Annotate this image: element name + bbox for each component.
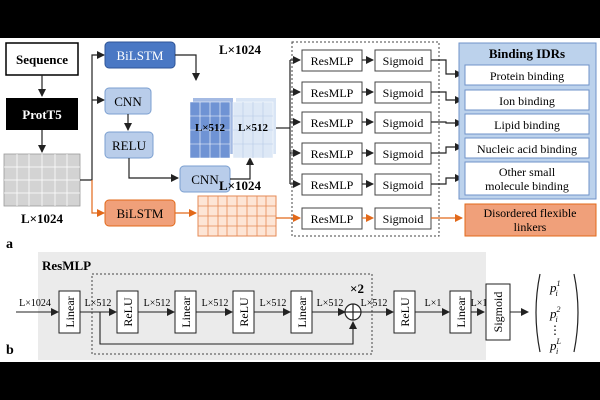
relu-box: RELU <box>104 131 154 159</box>
concat-feature-map: L×512 L×512 <box>189 98 276 159</box>
block-linear-1-label: Linear <box>63 296 77 327</box>
block-relu-1-label: ReLU <box>121 297 135 327</box>
head-resmlp-label: ResMLP <box>311 178 354 192</box>
output-lipid-label: Lipid binding <box>494 118 560 132</box>
dim-label-8: L×1 <box>471 298 488 309</box>
sequence-box: Sequence <box>5 42 79 76</box>
output-box-lipid <box>464 113 590 135</box>
panel-a-label: a <box>6 237 13 252</box>
cnn-2-box: CNN <box>179 165 231 193</box>
block-relu-3: ReLU <box>393 290 416 334</box>
half-1-label: L×512 <box>195 122 226 134</box>
output-small-molecule-line2: molecule binding <box>485 179 569 193</box>
bottom-dim-label: L×1024 <box>219 178 262 193</box>
head-resmlp-label: ResMLP <box>311 147 354 161</box>
block-sigmoid-label: Sigmoid <box>491 292 505 333</box>
repeat-label: ×2 <box>350 281 364 296</box>
head-resmlp-label: ResMLP <box>311 86 354 100</box>
prott5-box: ProtT5 <box>6 98 78 130</box>
head-sigmoid-label: Sigmoid <box>383 147 424 161</box>
block-linear-4-label: Linear <box>454 296 468 327</box>
dim-label-6: L×512 <box>361 298 388 309</box>
dim-label-1: L×512 <box>85 298 112 309</box>
block-linear-2-label: Linear <box>179 296 193 327</box>
sequence-label: Sequence <box>16 52 68 67</box>
bilstm-top-box: BiLSTM <box>104 41 176 69</box>
dim-label-3: L×512 <box>202 298 229 309</box>
linker-output-line2: linkers <box>514 220 547 234</box>
output-box-nucleic <box>464 137 590 159</box>
block-relu-2-label: ReLU <box>237 297 251 327</box>
head-sigmoid-label: Sigmoid <box>383 212 424 226</box>
head-sigmoid-label: Sigmoid <box>383 86 424 100</box>
head-resmlp-label: ResMLP <box>311 212 354 226</box>
output-box-ion <box>464 89 590 111</box>
output-box-small-molecule <box>464 161 590 196</box>
relu-label: RELU <box>112 138 147 153</box>
output-box-protein <box>464 64 590 86</box>
block-linear-3: Linear <box>290 290 313 334</box>
bilstm-bottom-label: BiLSTM <box>117 206 164 221</box>
head-row-1: ResMLP Sigmoid <box>301 49 432 72</box>
cnn-2-label: CNN <box>191 172 219 187</box>
head-row-2: ResMLP Sigmoid <box>301 81 432 104</box>
head-row-5: ResMLP Sigmoid <box>301 173 432 196</box>
block-relu-2: ReLU <box>232 290 255 334</box>
dim-label-5: L×512 <box>317 298 344 309</box>
dim-label-2: L×512 <box>144 298 171 309</box>
cnn-1-label: CNN <box>114 94 142 109</box>
output-ion-label: Ion binding <box>499 94 555 108</box>
head-sigmoid-label: Sigmoid <box>383 178 424 192</box>
block-sigmoid: Sigmoid <box>485 283 511 341</box>
block-relu-3-label: ReLU <box>398 297 412 327</box>
concat-dim-label: L×1024 <box>219 42 262 57</box>
resmlp-title: ResMLP <box>42 258 91 273</box>
dim-label-4: L×512 <box>260 298 287 309</box>
bottom-feature-map <box>197 195 277 237</box>
input-dim-label: L×1024 <box>19 298 51 309</box>
head-row-linker: ResMLP Sigmoid <box>301 207 432 230</box>
head-resmlp-label: ResMLP <box>311 54 354 68</box>
head-sigmoid-label: Sigmoid <box>383 116 424 130</box>
residual-block-outline <box>91 273 373 355</box>
block-linear-4: Linear <box>449 290 472 334</box>
half-2-label: L×512 <box>238 122 269 134</box>
figure-canvas: a Sequence ProtT5 L×1024 BiLSTM CNN <box>0 38 600 362</box>
binding-idrs-header: Binding IDRs <box>489 46 565 61</box>
output-nucleic-label: Nucleic acid binding <box>477 142 577 156</box>
residual-add <box>344 303 362 321</box>
dim-label-7: L×1 <box>425 298 442 309</box>
binding-idrs-panel: Binding IDRs Protein binding Ion binding… <box>458 42 597 200</box>
cnn-1-box: CNN <box>104 87 152 115</box>
output-small-molecule-line1: Other small <box>499 165 556 179</box>
embedding-dim-label: L×1024 <box>21 211 64 226</box>
architecture-diagram: a Sequence ProtT5 L×1024 BiLSTM CNN <box>3 41 597 360</box>
head-row-4: ResMLP Sigmoid <box>301 142 432 165</box>
linker-output-box: Disordered flexible linkers <box>464 203 597 237</box>
block-linear-3-label: Linear <box>295 296 309 327</box>
prott5-label: ProtT5 <box>22 107 62 122</box>
block-relu-1: ReLU <box>116 290 139 334</box>
block-linear-1: Linear <box>58 290 81 334</box>
output-protein-label: Protein binding <box>490 69 564 83</box>
linker-output-line1: Disordered flexible <box>484 206 577 220</box>
head-resmlp-label: ResMLP <box>311 116 354 130</box>
bilstm-top-label: BiLSTM <box>117 48 164 63</box>
heads-group-outline <box>291 41 440 237</box>
head-sigmoid-label: Sigmoid <box>383 54 424 68</box>
vector-ellipsis: ⋮ <box>549 323 561 337</box>
head-row-3: ResMLP Sigmoid <box>301 111 432 134</box>
embedding-grid <box>3 153 81 207</box>
panel-b-label: b <box>6 343 14 358</box>
block-linear-2: Linear <box>174 290 197 334</box>
bilstm-bottom-box: BiLSTM <box>104 199 176 227</box>
